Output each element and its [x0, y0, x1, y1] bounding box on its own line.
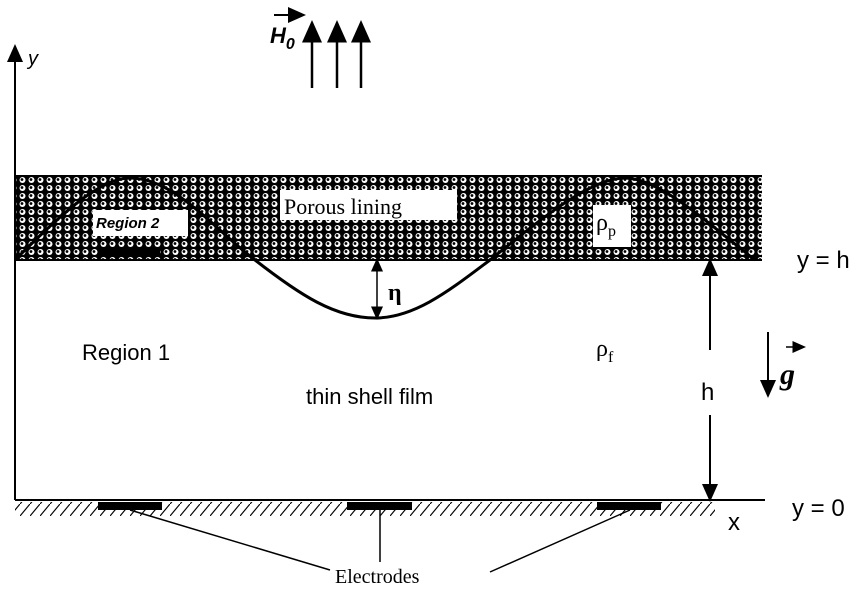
rho-p-label: ρp: [596, 210, 616, 240]
region2-label: Region 2: [96, 215, 160, 232]
electrode-3: [597, 502, 661, 510]
electrode-leader-1: [129, 509, 331, 571]
eta-label: η: [388, 280, 402, 306]
porous-label-bg: [280, 190, 457, 220]
region2-label-bg: [93, 210, 188, 236]
y-axis-label: y: [26, 48, 39, 70]
electrodes-label: Electrodes: [335, 566, 420, 588]
x-axis-label: x: [728, 509, 740, 536]
y-equals-h-label: y = h: [797, 247, 850, 274]
electrode-2: [347, 502, 412, 510]
field-label: H0: [270, 23, 295, 53]
electrode-top: [98, 249, 160, 257]
rho-p-label-bg: [593, 205, 631, 247]
gravity-label: g: [779, 358, 795, 391]
porous-lining-label: Porous lining: [284, 194, 402, 219]
y-equals-0-label: y = 0: [792, 495, 845, 522]
rho-f-label: ρf: [596, 336, 614, 366]
film-label: thin shell film: [306, 384, 433, 409]
h-label: h: [701, 379, 714, 406]
region1-label: Region 1: [82, 340, 170, 365]
electrode-1: [98, 502, 162, 510]
electrode-leader-3: [489, 509, 631, 573]
